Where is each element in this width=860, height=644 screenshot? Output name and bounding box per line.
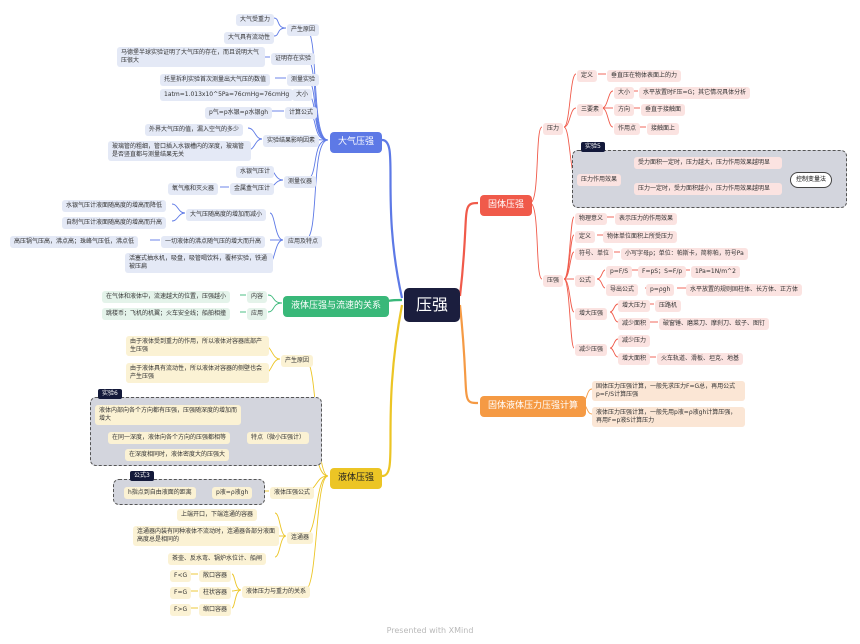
solid-point-text[interactable]: 接触面上 bbox=[647, 123, 680, 135]
solid-symbol[interactable]: 符号、单位 bbox=[575, 248, 614, 260]
solid-increase-force-text[interactable]: 压路机 bbox=[655, 300, 682, 312]
liquid-feature-item[interactable]: 在深度相同时，液体密度大的压强大 bbox=[125, 449, 230, 461]
solid-pdef-text[interactable]: 物体单位面积上所受压力 bbox=[603, 231, 678, 243]
solid-increase[interactable]: 增大压强 bbox=[575, 308, 608, 320]
liquid-gravity-value[interactable]: F>G bbox=[170, 604, 192, 616]
atm-meter-item[interactable]: 氧气瓶和灭火器 bbox=[168, 183, 219, 195]
solid-pressure[interactable]: 压强 bbox=[543, 275, 564, 287]
liquid-gravity-kind[interactable]: 柱状容器 bbox=[199, 587, 232, 599]
solid-meaning-text[interactable]: 表示压力的作用效果 bbox=[615, 213, 678, 225]
root-topic[interactable]: 压强 bbox=[404, 288, 461, 322]
atm-size[interactable]: 大小 bbox=[292, 89, 313, 101]
liquid-vessel-item[interactable]: 连通器内装有同种液体不流动时，连通器各部分液面高度总是相同的 bbox=[133, 526, 279, 546]
solid-meaning[interactable]: 物理意义 bbox=[575, 213, 608, 225]
liquid-gravity-kind[interactable]: 敞口容器 bbox=[199, 570, 232, 582]
atm-measure-exp[interactable]: 测量实验 bbox=[287, 74, 320, 86]
atm-life[interactable]: 活塞式抽水机，吸盘，吸管喝饮料，覆杯实验，铁通被压扁 bbox=[125, 253, 273, 273]
solid-formula-main[interactable]: p=F/S bbox=[606, 266, 633, 278]
atm-app[interactable]: 应用及特点 bbox=[284, 236, 323, 248]
solid-increase-area[interactable]: 减少面积 bbox=[618, 318, 651, 330]
solid-symbol-text[interactable]: 小写字母p；单位：帕斯卡，简称帕，符号Pa bbox=[621, 248, 748, 260]
solid-three[interactable]: 三要素 bbox=[577, 104, 604, 116]
formula-3-tag: 公式3 bbox=[130, 471, 154, 481]
solid-formula[interactable]: 公式 bbox=[575, 275, 596, 287]
atm-result[interactable]: 实验结果影响因素 bbox=[263, 135, 320, 147]
liquid-feature[interactable]: 特点（微小压强计） bbox=[247, 432, 310, 444]
liquid-gravity-kind[interactable]: 缩口容器 bbox=[199, 604, 232, 616]
solid-effect-item[interactable]: 受力面积一定时，压力越大，压力作用效果越明显 bbox=[634, 157, 782, 169]
flow-use-text[interactable]: 跳楼币；飞机的机翼；火车安全线；船舶相撞 bbox=[102, 308, 231, 320]
atm-meter-item[interactable]: 金属盒气压计 bbox=[230, 183, 275, 195]
control-variable-note[interactable]: 控制变量法 bbox=[790, 172, 833, 188]
liquid-cause-item[interactable]: 由于液体受到重力的作用，所以液体对容器底部产生压强 bbox=[126, 336, 269, 356]
atm-cause[interactable]: 产生原因 bbox=[287, 24, 320, 36]
liquid-vessel-item[interactable]: 上端开口，下端连通的容器 bbox=[177, 509, 258, 521]
calc-item[interactable]: 液体压力压强计算，一般先用p液=ρ液gh计算压强，再用F=p液S计算压力 bbox=[592, 407, 745, 427]
solid-point[interactable]: 作用点 bbox=[614, 123, 641, 135]
atm-boil-left[interactable]: 高压锅气压高，沸点高；珠峰气压低，沸点低 bbox=[10, 236, 139, 248]
solid-increase-force[interactable]: 增大压力 bbox=[618, 300, 651, 312]
solid-increase-area-text[interactable]: 破窗锤、磨菜刀、摩刹刀、蚊子、图钉 bbox=[659, 318, 770, 330]
topic-flow[interactable]: 液体压强与流速的关系 bbox=[283, 296, 390, 317]
solid-decrease-area[interactable]: 增大面积 bbox=[618, 353, 651, 365]
calc-item[interactable]: 固体压力压强计算，一般先求压力F=G总，再用公式p=F/S计算压强 bbox=[592, 381, 745, 401]
liquid-gravity-value[interactable]: F<G bbox=[170, 570, 192, 582]
atm-height-item[interactable]: 自制气压计液面随高度的增高而升高 bbox=[62, 217, 167, 229]
liquid-gravity[interactable]: 液体压力与重力的关系 bbox=[242, 586, 311, 598]
topic-atm[interactable]: 大气压强 bbox=[330, 132, 383, 153]
topic-solid[interactable]: 固体压强 bbox=[480, 195, 533, 216]
liquid-vessel[interactable]: 连通器 bbox=[287, 532, 314, 544]
solid-effect[interactable]: 压力作用效果 bbox=[577, 174, 622, 186]
atm-result-item[interactable]: 外界大气压的值，漏入空气的多少 bbox=[145, 124, 244, 136]
solid-decrease-area-text[interactable]: 火车轨道、滑板、坦克、地基 bbox=[657, 353, 744, 365]
solid-derive-eq[interactable]: p=ρgh bbox=[646, 284, 675, 296]
solid-pdef[interactable]: 定义 bbox=[575, 231, 596, 243]
atm-cause-item[interactable]: 大气具有流动性 bbox=[224, 32, 275, 44]
atm-result-item[interactable]: 玻璃管的粗细，管口插入水银槽内的深度，玻璃管是否竖直都与测量结果无关 bbox=[108, 141, 251, 161]
atm-meter-item[interactable]: 水银气压计 bbox=[236, 166, 275, 178]
atm-prove[interactable]: 证明存在实验 bbox=[271, 53, 316, 65]
flow-use[interactable]: 应用 bbox=[247, 308, 268, 320]
solid-def[interactable]: 定义 bbox=[577, 70, 598, 82]
solid-derive[interactable]: 导出公式 bbox=[606, 284, 639, 296]
atm-height[interactable]: 大气压随高度的增加而减小 bbox=[186, 209, 267, 221]
atm-cause-item[interactable]: 大气受重力 bbox=[236, 14, 275, 26]
topic-liquid[interactable]: 液体压强 bbox=[330, 468, 383, 489]
solid-size[interactable]: 大小 bbox=[614, 87, 635, 99]
atm-prove-text[interactable]: 马德堡半球实验证明了大气压的存在，而且说明大气压很大 bbox=[117, 47, 265, 67]
liquid-formula-eq[interactable]: p液=ρ液gh bbox=[212, 487, 253, 499]
solid-dir[interactable]: 方向 bbox=[614, 104, 635, 116]
liquid-cause[interactable]: 产生原因 bbox=[281, 355, 314, 367]
liquid-formula-note[interactable]: h指点到自由液面的距离 bbox=[124, 487, 196, 499]
solid-dir-text[interactable]: 垂直于接触面 bbox=[641, 104, 686, 116]
solid-decrease-force[interactable]: 减少压力 bbox=[618, 335, 651, 347]
liquid-cause-item[interactable]: 由于液体具有流动性，所以液体对容器的侧壁也会产生压强 bbox=[126, 363, 269, 383]
solid-formula-unit[interactable]: 1Pa=1N/m^2 bbox=[691, 266, 740, 278]
atm-calc-text[interactable]: p气=p水银=ρ水银gh bbox=[205, 107, 273, 119]
solid-effect-item[interactable]: 压力一定时，受力面积越小，压力作用效果越明显 bbox=[634, 183, 782, 195]
flow-content-text[interactable]: 在气体和液体中，流速越大的位置，压强越小 bbox=[102, 291, 231, 303]
liquid-vessel-item[interactable]: 茶壶、反水弯、锅炉水位计、船闸 bbox=[168, 553, 267, 565]
flow-content[interactable]: 内容 bbox=[247, 291, 268, 303]
solid-formula-variant[interactable]: F=pS；S=F/p bbox=[638, 266, 687, 278]
solid-size-text[interactable]: 水平放置时F压=G；其它情况具体分析 bbox=[639, 87, 751, 99]
footer-credit: Presented with XMind bbox=[386, 626, 474, 635]
atm-height-item[interactable]: 水银气压计液面随高度的增高而降低 bbox=[62, 200, 167, 212]
topic-calc[interactable]: 固体液体压力压强计算 bbox=[480, 396, 587, 417]
solid-decrease[interactable]: 减少压强 bbox=[575, 344, 608, 356]
solid-force[interactable]: 压力 bbox=[543, 123, 564, 135]
experiment-6-tag: 实验6 bbox=[98, 389, 122, 399]
liquid-feature-item[interactable]: 在同一深度，液体向各个方向的压强都相等 bbox=[108, 432, 231, 444]
liquid-gravity-value[interactable]: F=G bbox=[170, 587, 192, 599]
liquid-formula[interactable]: 液体压强公式 bbox=[270, 487, 315, 499]
experiment-5-tag: 实验5 bbox=[581, 142, 605, 152]
atm-size-text[interactable]: 1atm=1.013x10^5Pa=76cmHg=76cmHg bbox=[160, 89, 294, 101]
solid-def-text[interactable]: 垂直压在物体表面上的力 bbox=[607, 70, 682, 82]
liquid-feature-item[interactable]: 液体内部向各个方向都有压强，压强随深度的增加而增大 bbox=[95, 405, 241, 425]
atm-boil[interactable]: 一切液体的沸点随气压的增大而升高 bbox=[161, 236, 266, 248]
solid-derive-text[interactable]: 水平放置的规则固柱体、长方体、正方体 bbox=[686, 284, 803, 296]
atm-measure-text[interactable]: 托里拆利实验首次测量出大气压的数值 bbox=[160, 74, 271, 86]
atm-meter[interactable]: 测量仪器 bbox=[284, 176, 317, 188]
atm-calc[interactable]: 计算公式 bbox=[285, 107, 318, 119]
